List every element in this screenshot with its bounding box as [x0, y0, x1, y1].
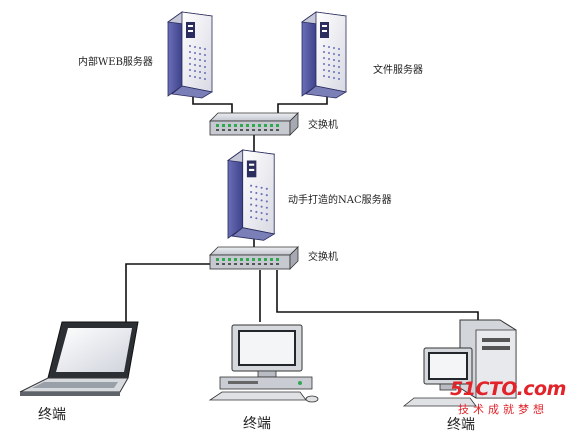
file-server-icon: [301, 11, 347, 101]
nac-server-icon: [227, 149, 275, 243]
connection-lines: [125, 88, 479, 338]
watermark-logo: 51CTO.com: [450, 378, 566, 400]
web-server-label: 内部WEB服务器: [78, 57, 153, 68]
terminal-right-label: 终端: [447, 417, 475, 433]
nac-server-label: 动手打造的NAC服务器: [288, 195, 392, 206]
terminal-left-label: 终端: [38, 407, 66, 423]
desktop-pc-icon-mid: [208, 324, 319, 403]
top-switch-label: 交换机: [308, 120, 338, 131]
desktop-pc-icon-right: [402, 319, 517, 407]
watermark-slogan: 技术成就梦想: [458, 403, 548, 416]
laptop-icon: [19, 321, 139, 396]
web-server-icon: [167, 11, 213, 101]
bottom-switch-label: 交换机: [308, 252, 338, 263]
terminal-mid-label: 终端: [243, 416, 271, 432]
bottom-switch-icon: [209, 246, 299, 270]
top-switch-icon: [209, 112, 299, 136]
link-switch-to-laptop: [125, 263, 230, 338]
file-server-label: 文件服务器: [373, 65, 423, 76]
link-switch-to-desktop-right: [276, 270, 479, 322]
